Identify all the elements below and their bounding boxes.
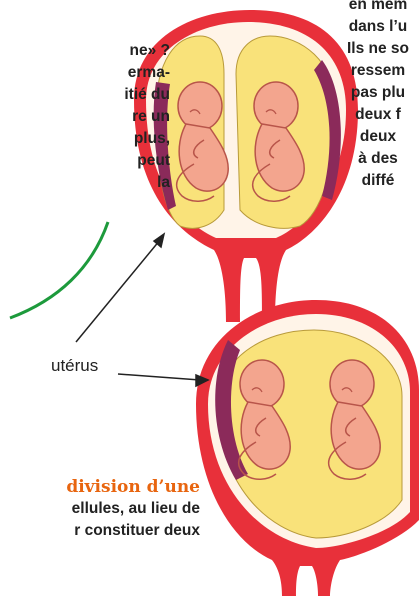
- bottom-text-line-1: ellules, au lieu de: [0, 498, 200, 520]
- right-text-line-3: Ils ne so: [318, 38, 419, 60]
- right-text-fragment: en mêm dans l’u Ils ne so ressem pas plu…: [318, 0, 419, 192]
- left-text-line-5: plus,: [0, 128, 170, 150]
- right-text-line-4: ressem: [318, 60, 419, 82]
- bottom-text-fragment: division d’une ellules, au lieu de r con…: [0, 476, 200, 542]
- right-text-line-8: à des: [318, 148, 419, 170]
- left-text-line-4: re un: [0, 106, 170, 128]
- right-text-line-9: diffé: [318, 170, 419, 192]
- left-text-line-7: la: [0, 172, 170, 194]
- bottom-text-line-2: r constituer deux: [0, 520, 200, 542]
- green-circle-arc: [10, 222, 108, 318]
- right-text-line-2: dans l’u: [318, 16, 419, 38]
- left-text-line-6: peut: [0, 150, 170, 172]
- left-text-line-3: itié du: [0, 84, 170, 106]
- right-text-line-5: pas plu: [318, 82, 419, 104]
- left-text-fragment: ne» ? erma- itié du re un plus, peut la: [0, 40, 170, 194]
- uterus-label: utérus: [51, 356, 98, 376]
- bottom-uterus: [196, 300, 419, 596]
- right-text-line-7: deux: [318, 126, 419, 148]
- left-text-line-1: ne» ?: [0, 40, 170, 62]
- bottom-text-title: division d’une: [0, 476, 200, 498]
- right-text-line-6: deux f: [318, 104, 419, 126]
- right-text-line-1: en mêm: [318, 0, 419, 16]
- left-text-line-2: erma-: [0, 62, 170, 84]
